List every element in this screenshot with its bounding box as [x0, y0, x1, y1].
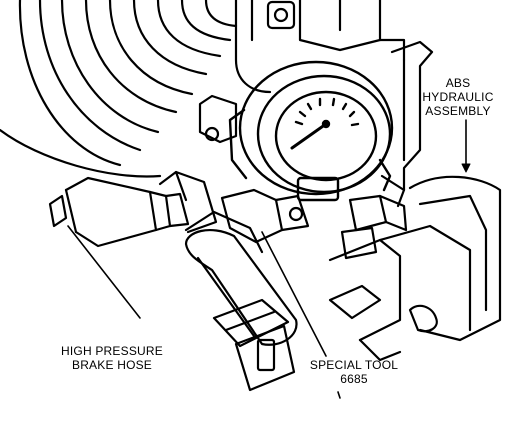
arrowhead-abs — [461, 163, 471, 173]
upper-housing — [234, 0, 406, 94]
label-abs-line-1: ABS — [445, 76, 471, 90]
special-tool-body — [184, 188, 310, 392]
abs-bracket — [380, 40, 434, 208]
abs-valve-housing — [328, 175, 502, 362]
label-high-pressure-brake-hose: HIGH PRESSURE BRAKE HOSE — [50, 344, 174, 372]
label-tool-line-1: SPECIAL TOOL — [309, 358, 399, 372]
brake-hose-fitting — [48, 170, 218, 248]
gauge-mount-nut — [198, 94, 238, 144]
tick-mark — [337, 391, 341, 399]
leader-brake-hose — [67, 225, 141, 319]
label-abs-hydraulic-assembly: ABS HYDRAULIC ASSEMBLY — [410, 76, 506, 118]
label-special-tool: SPECIAL TOOL 6685 — [296, 358, 412, 386]
leader-special-tool — [261, 231, 327, 357]
label-hose-line-1: HIGH PRESSURE — [61, 344, 163, 358]
label-abs-line-3: ASSEMBLY — [425, 104, 491, 118]
pressure-gauge — [228, 60, 394, 202]
leader-lines — [67, 119, 467, 357]
label-abs-line-2: HYDRAULIC — [422, 90, 494, 104]
label-tool-line-2: 6685 — [340, 372, 368, 386]
label-hose-line-2: BRAKE HOSE — [71, 358, 153, 372]
corrugated-hose — [0, 0, 238, 178]
